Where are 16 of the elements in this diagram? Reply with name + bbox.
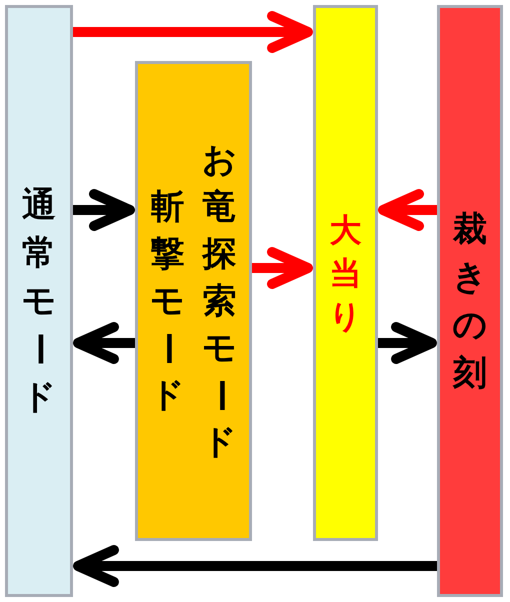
state-box <box>437 5 503 597</box>
state-label: お竜探索モード <box>199 138 242 464</box>
state-label: 大当り <box>328 210 363 336</box>
state-box <box>135 61 252 541</box>
state-box <box>5 5 73 597</box>
arrow <box>378 189 437 231</box>
arrow <box>378 322 437 364</box>
arrow <box>73 545 437 587</box>
arrow <box>73 189 135 231</box>
state-label: 通常モード <box>18 184 60 419</box>
arrow <box>73 322 135 364</box>
arrow <box>73 11 313 53</box>
arrow <box>252 247 313 289</box>
state-box <box>313 5 378 541</box>
state-label: 裁きの刻 <box>452 208 488 395</box>
state-label: 斬撃モード <box>146 186 189 416</box>
